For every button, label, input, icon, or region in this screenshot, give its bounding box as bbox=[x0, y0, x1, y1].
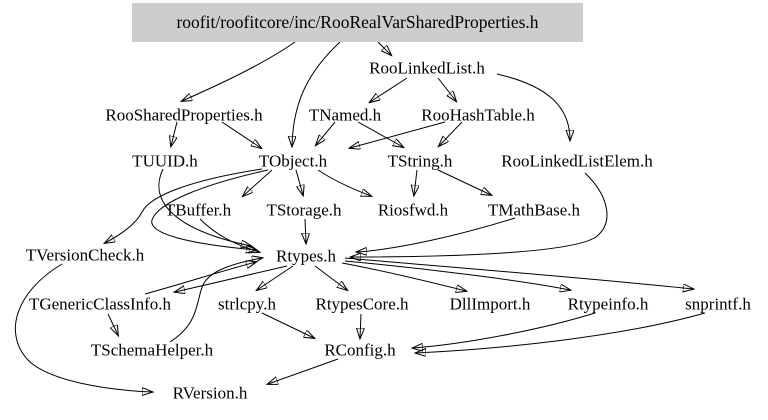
node-roohashtable[interactable]: RooHashTable.h bbox=[421, 105, 535, 125]
node-tobject[interactable]: TObject.h bbox=[258, 151, 328, 171]
node-rconfig[interactable]: RConfig.h bbox=[324, 340, 396, 360]
node-riosfwd[interactable]: Riosfwd.h bbox=[377, 200, 449, 220]
node-tuuid[interactable]: TUUID.h bbox=[132, 151, 198, 171]
edge-root-to-roosharedproperties bbox=[182, 41, 296, 101]
edge-tstorage-to-rtypes bbox=[305, 218, 306, 243]
edge-rtypes-to-rtypescore bbox=[314, 265, 347, 290]
edge-rtypes-to-rtypeinfo bbox=[344, 260, 570, 290]
edge-strlcpy-to-rconfig bbox=[261, 312, 314, 338]
edge-tuuid-to-rtypes bbox=[158, 168, 251, 246]
edge-tobject-to-riosfwd bbox=[317, 169, 371, 196]
node-rtypeinfo[interactable]: Rtypeinfo.h bbox=[567, 294, 649, 314]
edge-rtypes-to-dllimport bbox=[341, 262, 466, 291]
node-strlcpy[interactable]: strlcpy.h bbox=[218, 294, 276, 314]
node-tbuffer[interactable]: TBuffer.h bbox=[164, 200, 232, 220]
edge-roosharedproperties-to-tobject bbox=[221, 121, 261, 148]
edge-root-to-roolinkedlist bbox=[377, 41, 391, 55]
node-tgenericclassinfo[interactable]: TGenericClassInfo.h bbox=[28, 294, 172, 314]
edge-tmathbase-to-rtypes bbox=[357, 217, 516, 252]
edge-rtypes-to-snprintf bbox=[344, 257, 693, 289]
node-roorealvarsharedproperties-root: roofit/roofitcore/inc/RooRealVarSharedPr… bbox=[132, 3, 583, 42]
node-roolinkedlist[interactable]: RooLinkedList.h bbox=[369, 58, 485, 78]
edge-snprintf-to-rconfig bbox=[416, 312, 706, 353]
edge-tgenericclassinfo-to-rtypes bbox=[144, 262, 256, 295]
edge-rtypescore-to-rconfig bbox=[360, 313, 361, 338]
node-tstring[interactable]: TString.h bbox=[387, 151, 453, 171]
edge-root-to-tobject bbox=[292, 41, 341, 146]
edge-tobject-to-tversioncheck bbox=[105, 168, 263, 243]
edge-rtypes-to-strlcpy bbox=[257, 265, 294, 290]
edge-rtypes-to-tgenericclassinfo bbox=[175, 265, 288, 292]
node-tstorage[interactable]: TStorage.h bbox=[266, 200, 342, 220]
node-rtypescore[interactable]: RtypesCore.h bbox=[315, 294, 409, 314]
edge-tobject-to-rtypes bbox=[151, 169, 269, 250]
edge-tnamed-to-tstring bbox=[357, 121, 403, 147]
node-roolinkedlistelem[interactable]: RooLinkedListElem.h bbox=[501, 151, 653, 171]
edge-roolinkedlist-to-roolinkedlistelem bbox=[496, 73, 570, 140]
node-dllimport[interactable]: DllImport.h bbox=[449, 294, 531, 314]
edge-roolinkedlistelem-to-rtypes bbox=[351, 172, 608, 257]
edge-tgenericclassinfo-to-tschemahelper bbox=[107, 313, 118, 335]
node-rtypes[interactable]: Rtypes.h bbox=[276, 246, 336, 266]
edge-rconfig-to-rversion bbox=[268, 358, 339, 384]
edge-roohashtable-to-tobject bbox=[350, 121, 446, 148]
edge-tobject-to-tstorage bbox=[295, 169, 303, 195]
edge-roolinkedlist-to-tnamed bbox=[370, 77, 408, 102]
node-tschemahelper[interactable]: TSchemaHelper.h bbox=[90, 340, 214, 360]
node-snprintf[interactable]: snprintf.h bbox=[685, 294, 751, 314]
edge-tversioncheck-to-rversion bbox=[14, 263, 152, 392]
edge-tstring-to-tmathbase bbox=[437, 169, 491, 195]
node-tnamed[interactable]: TNamed.h bbox=[308, 105, 382, 125]
edge-tnamed-to-tobject bbox=[316, 121, 336, 145]
node-rversion[interactable]: RVersion.h bbox=[172, 383, 248, 403]
node-tmathbase[interactable]: TMathBase.h bbox=[487, 200, 581, 220]
edge-roosharedproperties-to-tuuid bbox=[171, 121, 178, 146]
node-tversioncheck[interactable]: TVersionCheck.h bbox=[25, 245, 145, 265]
node-roosharedproperties[interactable]: RooSharedProperties.h bbox=[105, 105, 263, 125]
edge-roolinkedlist-to-roohashtable bbox=[437, 77, 456, 101]
edge-tbuffer-to-rtypes bbox=[199, 218, 259, 252]
edge-rtypeinfo-to-rconfig bbox=[413, 312, 596, 348]
edge-tobject-to-tbuffer bbox=[243, 169, 273, 196]
edge-tstring-to-riosfwd bbox=[414, 169, 417, 195]
edge-roohashtable-to-tstring bbox=[439, 121, 463, 146]
